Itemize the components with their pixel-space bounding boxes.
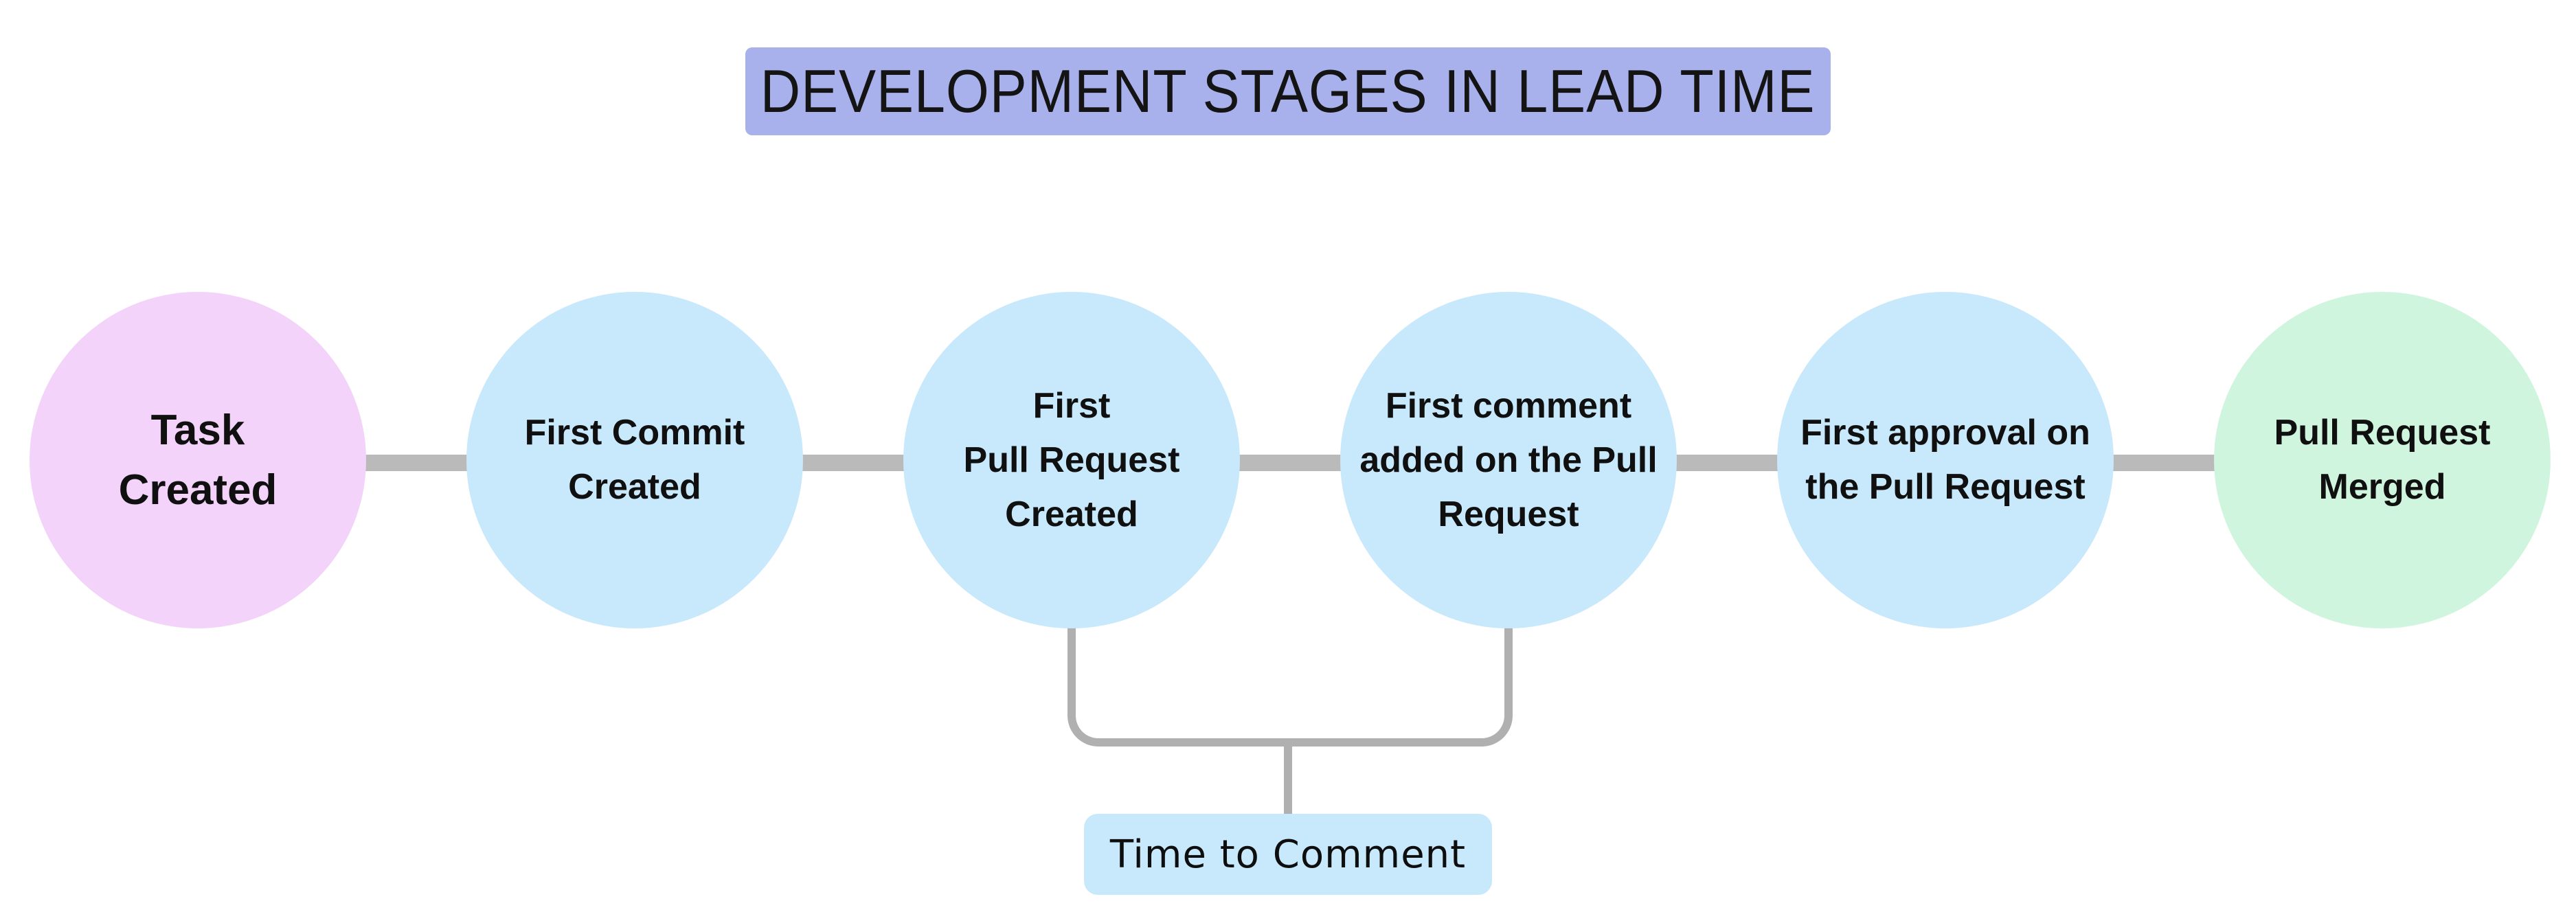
stage-label: First approval on the Pull Request [1800,413,2090,507]
time-to-comment-box: Time to Comment [1084,814,1492,895]
stage-circle-first-commit-created: First Commit Created [466,292,803,628]
stage-circle-first-approval: First approval on the Pull Request [1777,292,2114,628]
time-to-comment-bracket-stem [1284,747,1292,814]
stage-circle-task-created: Task Created [30,292,366,628]
stage-label: First Pull Request Created [963,385,1180,534]
time-to-comment-bracket [1067,622,1513,747]
stage-label: First comment added on the Pull Request [1359,385,1658,534]
stage-label: First Commit Created [524,413,745,507]
page-title-text: DEVELOPMENT STAGES IN LEAD TIME [760,57,1816,125]
stage-label: Task Created [118,407,278,514]
time-to-comment-label: Time to Comment [1109,832,1467,877]
stage-label: Pull Request Merged [2274,413,2491,507]
stage-circle-pull-request-merged: Pull Request Merged [2214,292,2551,628]
stage-circle-first-comment-added: First comment added on the Pull Request [1340,292,1677,628]
page-title: DEVELOPMENT STAGES IN LEAD TIME [745,47,1831,135]
stage-circle-first-pull-request-created: First Pull Request Created [903,292,1240,628]
